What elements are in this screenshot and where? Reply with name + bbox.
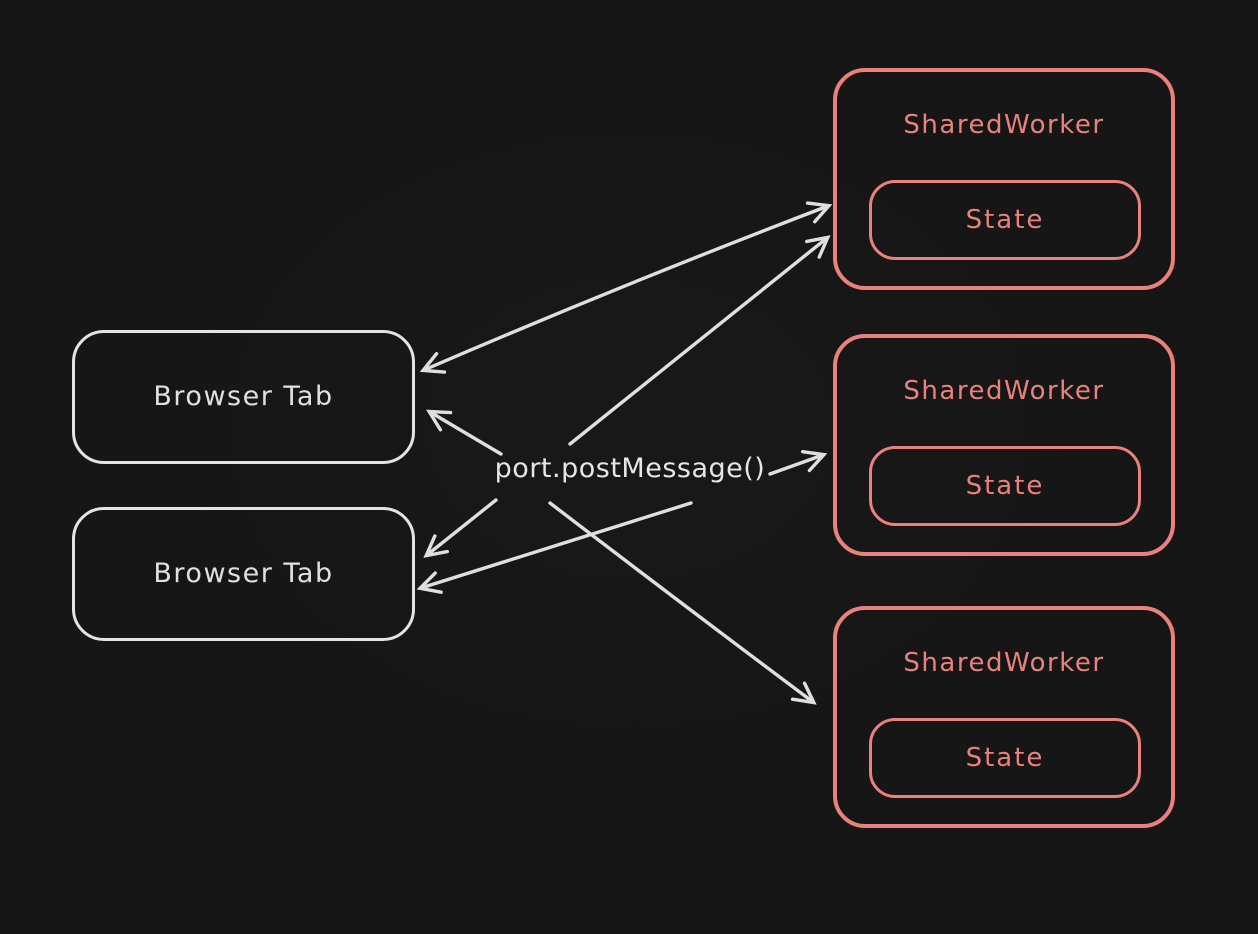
- arrow-tab1-worker1-bidirectional: [419, 201, 833, 374]
- browser-tab-1-label: Browser Tab: [153, 381, 334, 412]
- shared-worker-3-box: SharedWorker State: [833, 606, 1175, 828]
- shared-worker-1-state-box: State: [869, 180, 1141, 260]
- browser-tab-1-box: Browser Tab: [72, 330, 415, 464]
- shared-worker-2-state-label: State: [965, 471, 1045, 501]
- shared-worker-1-state-label: State: [965, 205, 1045, 235]
- shared-worker-3-state-label: State: [965, 743, 1045, 773]
- arrow-center-tab2-lower: [416, 501, 693, 594]
- shared-worker-3-state-box: State: [869, 718, 1141, 798]
- browser-tab-2-box: Browser Tab: [72, 507, 415, 641]
- shared-worker-1-title: SharedWorker: [903, 110, 1105, 140]
- shared-worker-2-box: SharedWorker State: [833, 334, 1175, 556]
- browser-tab-2-label: Browser Tab: [153, 558, 334, 589]
- shared-worker-2-state-box: State: [869, 446, 1141, 526]
- arrow-center-worker3: [548, 501, 817, 705]
- post-message-label: port.postMessage(): [494, 453, 766, 484]
- shared-worker-2-title: SharedWorker: [903, 376, 1105, 406]
- arrow-center-tab2-upper: [423, 498, 498, 558]
- shared-worker-3-title: SharedWorker: [903, 648, 1105, 678]
- shared-worker-1-box: SharedWorker State: [833, 68, 1175, 290]
- arrow-center-worker1: [568, 235, 831, 446]
